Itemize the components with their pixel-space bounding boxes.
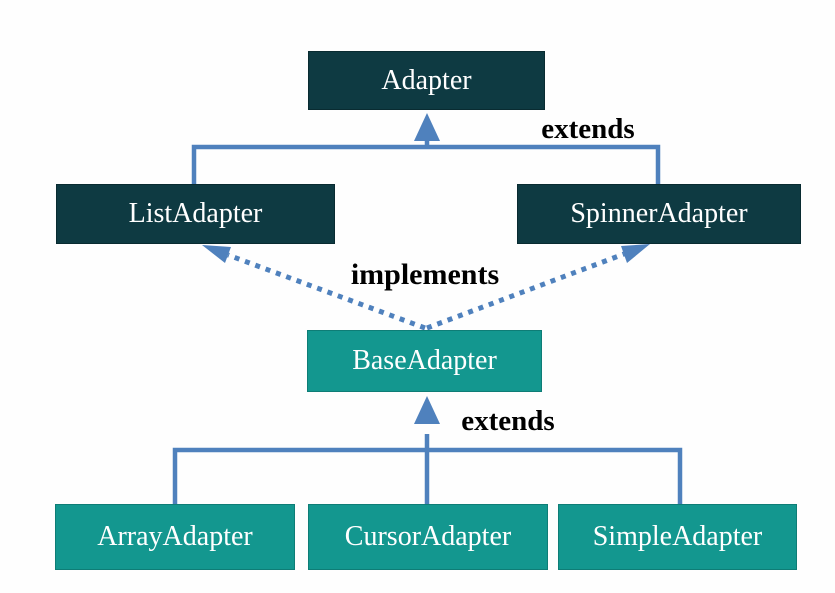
edge-label-extends-top: extends bbox=[541, 113, 635, 145]
arrowhead-to-base-adapter bbox=[414, 396, 440, 424]
node-simple-adapter-label: SimpleAdapter bbox=[592, 521, 763, 552]
node-adapter-label: Adapter bbox=[381, 64, 472, 96]
edge-label-extends-bottom: extends bbox=[461, 405, 555, 437]
node-array-adapter: ArrayAdapter bbox=[55, 504, 295, 570]
arrowhead-to-list-adapter bbox=[202, 245, 231, 263]
node-list-adapter-label: ListAdapter bbox=[128, 198, 263, 229]
implements-edge-left bbox=[227, 252, 426, 331]
node-array-adapter-label: ArrayAdapter bbox=[97, 521, 253, 552]
node-adapter: Adapter bbox=[308, 51, 545, 110]
edge-label-implements: implements bbox=[350, 258, 500, 291]
implements-edge-right bbox=[426, 251, 625, 331]
node-cursor-adapter-label: CursorAdapter bbox=[344, 521, 512, 552]
node-list-adapter: ListAdapter bbox=[56, 184, 335, 244]
arrowhead-to-spinner-adapter bbox=[621, 244, 650, 263]
node-spinner-adapter-label: SpinnerAdapter bbox=[570, 198, 748, 229]
node-spinner-adapter: SpinnerAdapter bbox=[517, 184, 801, 244]
node-cursor-adapter: CursorAdapter bbox=[308, 504, 548, 570]
node-simple-adapter: SimpleAdapter bbox=[558, 504, 797, 570]
arrowhead-to-adapter bbox=[414, 113, 440, 141]
node-base-adapter-label: BaseAdapter bbox=[352, 345, 497, 376]
node-base-adapter: BaseAdapter bbox=[307, 330, 542, 392]
extends-edge-top-bracket bbox=[191, 144, 661, 185]
